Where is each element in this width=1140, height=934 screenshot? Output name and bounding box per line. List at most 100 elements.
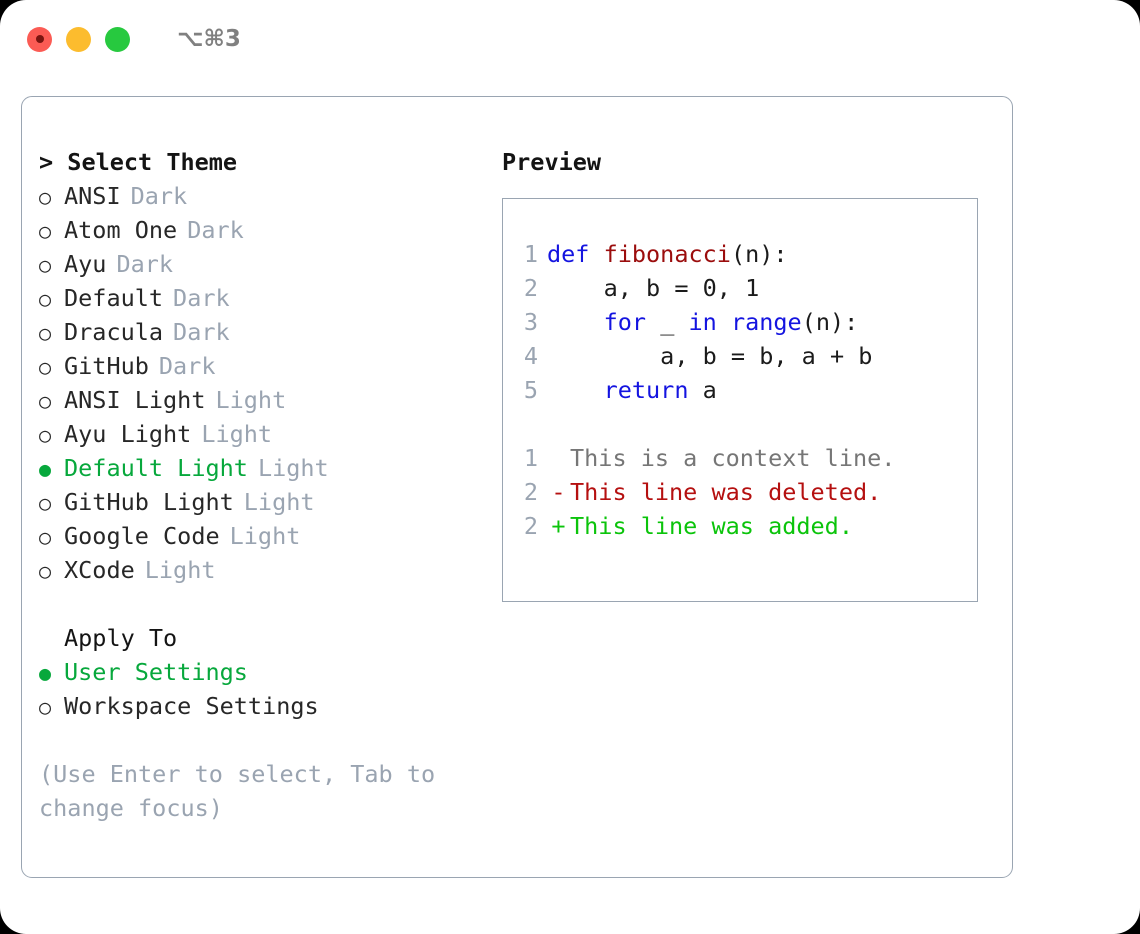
theme-tag: Light	[243, 488, 315, 516]
code-content: def fibonacci(n):	[547, 237, 788, 271]
code-line: 4 a, b = b, a + b	[503, 339, 977, 373]
theme-name: Google Code	[64, 522, 220, 550]
diff-marker	[547, 441, 570, 475]
theme-tag: Light	[215, 386, 287, 414]
radio-icon-selected: ●	[39, 457, 52, 481]
radio-icon: ○	[39, 525, 52, 549]
radio-icon-selected: ●	[39, 661, 52, 685]
line-number: 3	[523, 308, 538, 336]
apply-to-heading: Apply To	[64, 624, 178, 652]
radio-icon: ○	[39, 695, 52, 719]
radio-icon: ○	[39, 219, 52, 243]
apply-to-item-user-settings[interactable]: ● User Settings	[39, 655, 502, 689]
radio-icon: ○	[39, 287, 52, 311]
minimize-button-icon[interactable]	[66, 26, 91, 52]
close-dot-icon	[35, 35, 44, 43]
diff-sample: 1 This is a context line. 2-This line wa…	[503, 441, 977, 543]
line-number: 5	[523, 376, 538, 404]
token	[547, 376, 604, 404]
line-number: 1	[523, 444, 538, 472]
code-line: 1 def fibonacci(n):	[503, 237, 977, 271]
radio-icon: ○	[39, 423, 52, 447]
keyboard-shortcut-label: ⌥⌘3	[177, 26, 241, 52]
code-content: a, b = 0, 1	[547, 271, 760, 305]
radio-icon: ○	[39, 559, 52, 583]
line-number: 2	[523, 512, 538, 540]
token: (n):	[801, 308, 859, 336]
token: range	[730, 308, 802, 336]
radio-icon: ○	[39, 321, 52, 345]
theme-name: Default	[64, 284, 164, 312]
line-number: 2	[523, 274, 538, 302]
preview-heading: Preview	[502, 148, 602, 176]
radio-icon: ○	[39, 253, 52, 277]
radio-icon: ○	[39, 491, 52, 515]
line-number: 2	[523, 478, 538, 506]
theme-name: ANSI	[64, 182, 121, 210]
diff-marker: -	[551, 478, 566, 506]
keyboard-hint-text: (Use Enter to select, Tab to change focu…	[39, 760, 450, 822]
code-line: 3 for _ in range(n):	[503, 305, 977, 339]
token: a, b = 0, 1	[547, 274, 760, 302]
code-line: 5 return a	[503, 373, 977, 407]
line-number: 4	[523, 342, 538, 370]
theme-name: GitHub Light	[64, 488, 234, 516]
theme-tag: Light	[229, 522, 301, 550]
diff-line-added: 2 +This line was added.	[503, 509, 977, 543]
close-button-icon[interactable]	[27, 26, 52, 52]
token: fibonacci	[603, 240, 731, 268]
code-content: return a	[547, 373, 717, 407]
token: def	[547, 240, 604, 268]
theme-name: Default Light	[64, 454, 248, 482]
apply-to-list: ● User Settings ○ Workspace Settings	[39, 655, 502, 723]
diff-text: This line was added.	[570, 512, 853, 540]
maximize-button-icon[interactable]	[105, 26, 130, 52]
theme-tag: Dark	[116, 250, 174, 278]
diff-text: This line was deleted.	[570, 478, 882, 506]
token: _	[646, 308, 689, 336]
list-item[interactable]: ○ Dracula Dark	[39, 315, 502, 349]
theme-tag: Light	[257, 454, 329, 482]
token: a	[688, 376, 717, 404]
theme-tag: Dark	[173, 318, 230, 346]
token	[717, 308, 731, 336]
token: in	[688, 308, 717, 336]
theme-name: XCode	[64, 556, 135, 584]
apply-to-item-workspace-settings[interactable]: ○ Workspace Settings	[39, 689, 502, 723]
code-content: for _ in range(n):	[547, 305, 859, 339]
theme-tag: Light	[144, 556, 216, 584]
diff-marker: +	[551, 512, 566, 540]
list-item-selected[interactable]: ● Default Light Light	[39, 451, 502, 485]
diff-line-deleted: 2-This line was deleted.	[503, 475, 977, 509]
apply-to-label: Workspace Settings	[64, 692, 319, 720]
token	[547, 308, 604, 336]
theme-name: Dracula	[64, 318, 164, 346]
code-content: a, b = b, a + b	[547, 339, 872, 373]
apply-to-label: User Settings	[64, 658, 248, 686]
theme-tag: Dark	[130, 182, 188, 210]
list-item[interactable]: ○ XCode Light	[39, 553, 502, 587]
list-item[interactable]: ○ Google Code Light	[39, 519, 502, 553]
radio-icon: ○	[39, 355, 52, 379]
window-controls	[27, 26, 130, 52]
theme-tag: Dark	[158, 352, 216, 380]
theme-name: Ayu Light	[64, 420, 192, 448]
select-theme-heading: > Select Theme	[39, 148, 238, 176]
line-number: 1	[523, 240, 538, 268]
code-line: 2 a, b = 0, 1	[503, 271, 977, 305]
list-item[interactable]: ○ GitHub Light Light	[39, 485, 502, 519]
theme-name: ANSI Light	[64, 386, 206, 414]
token: for	[603, 308, 647, 336]
